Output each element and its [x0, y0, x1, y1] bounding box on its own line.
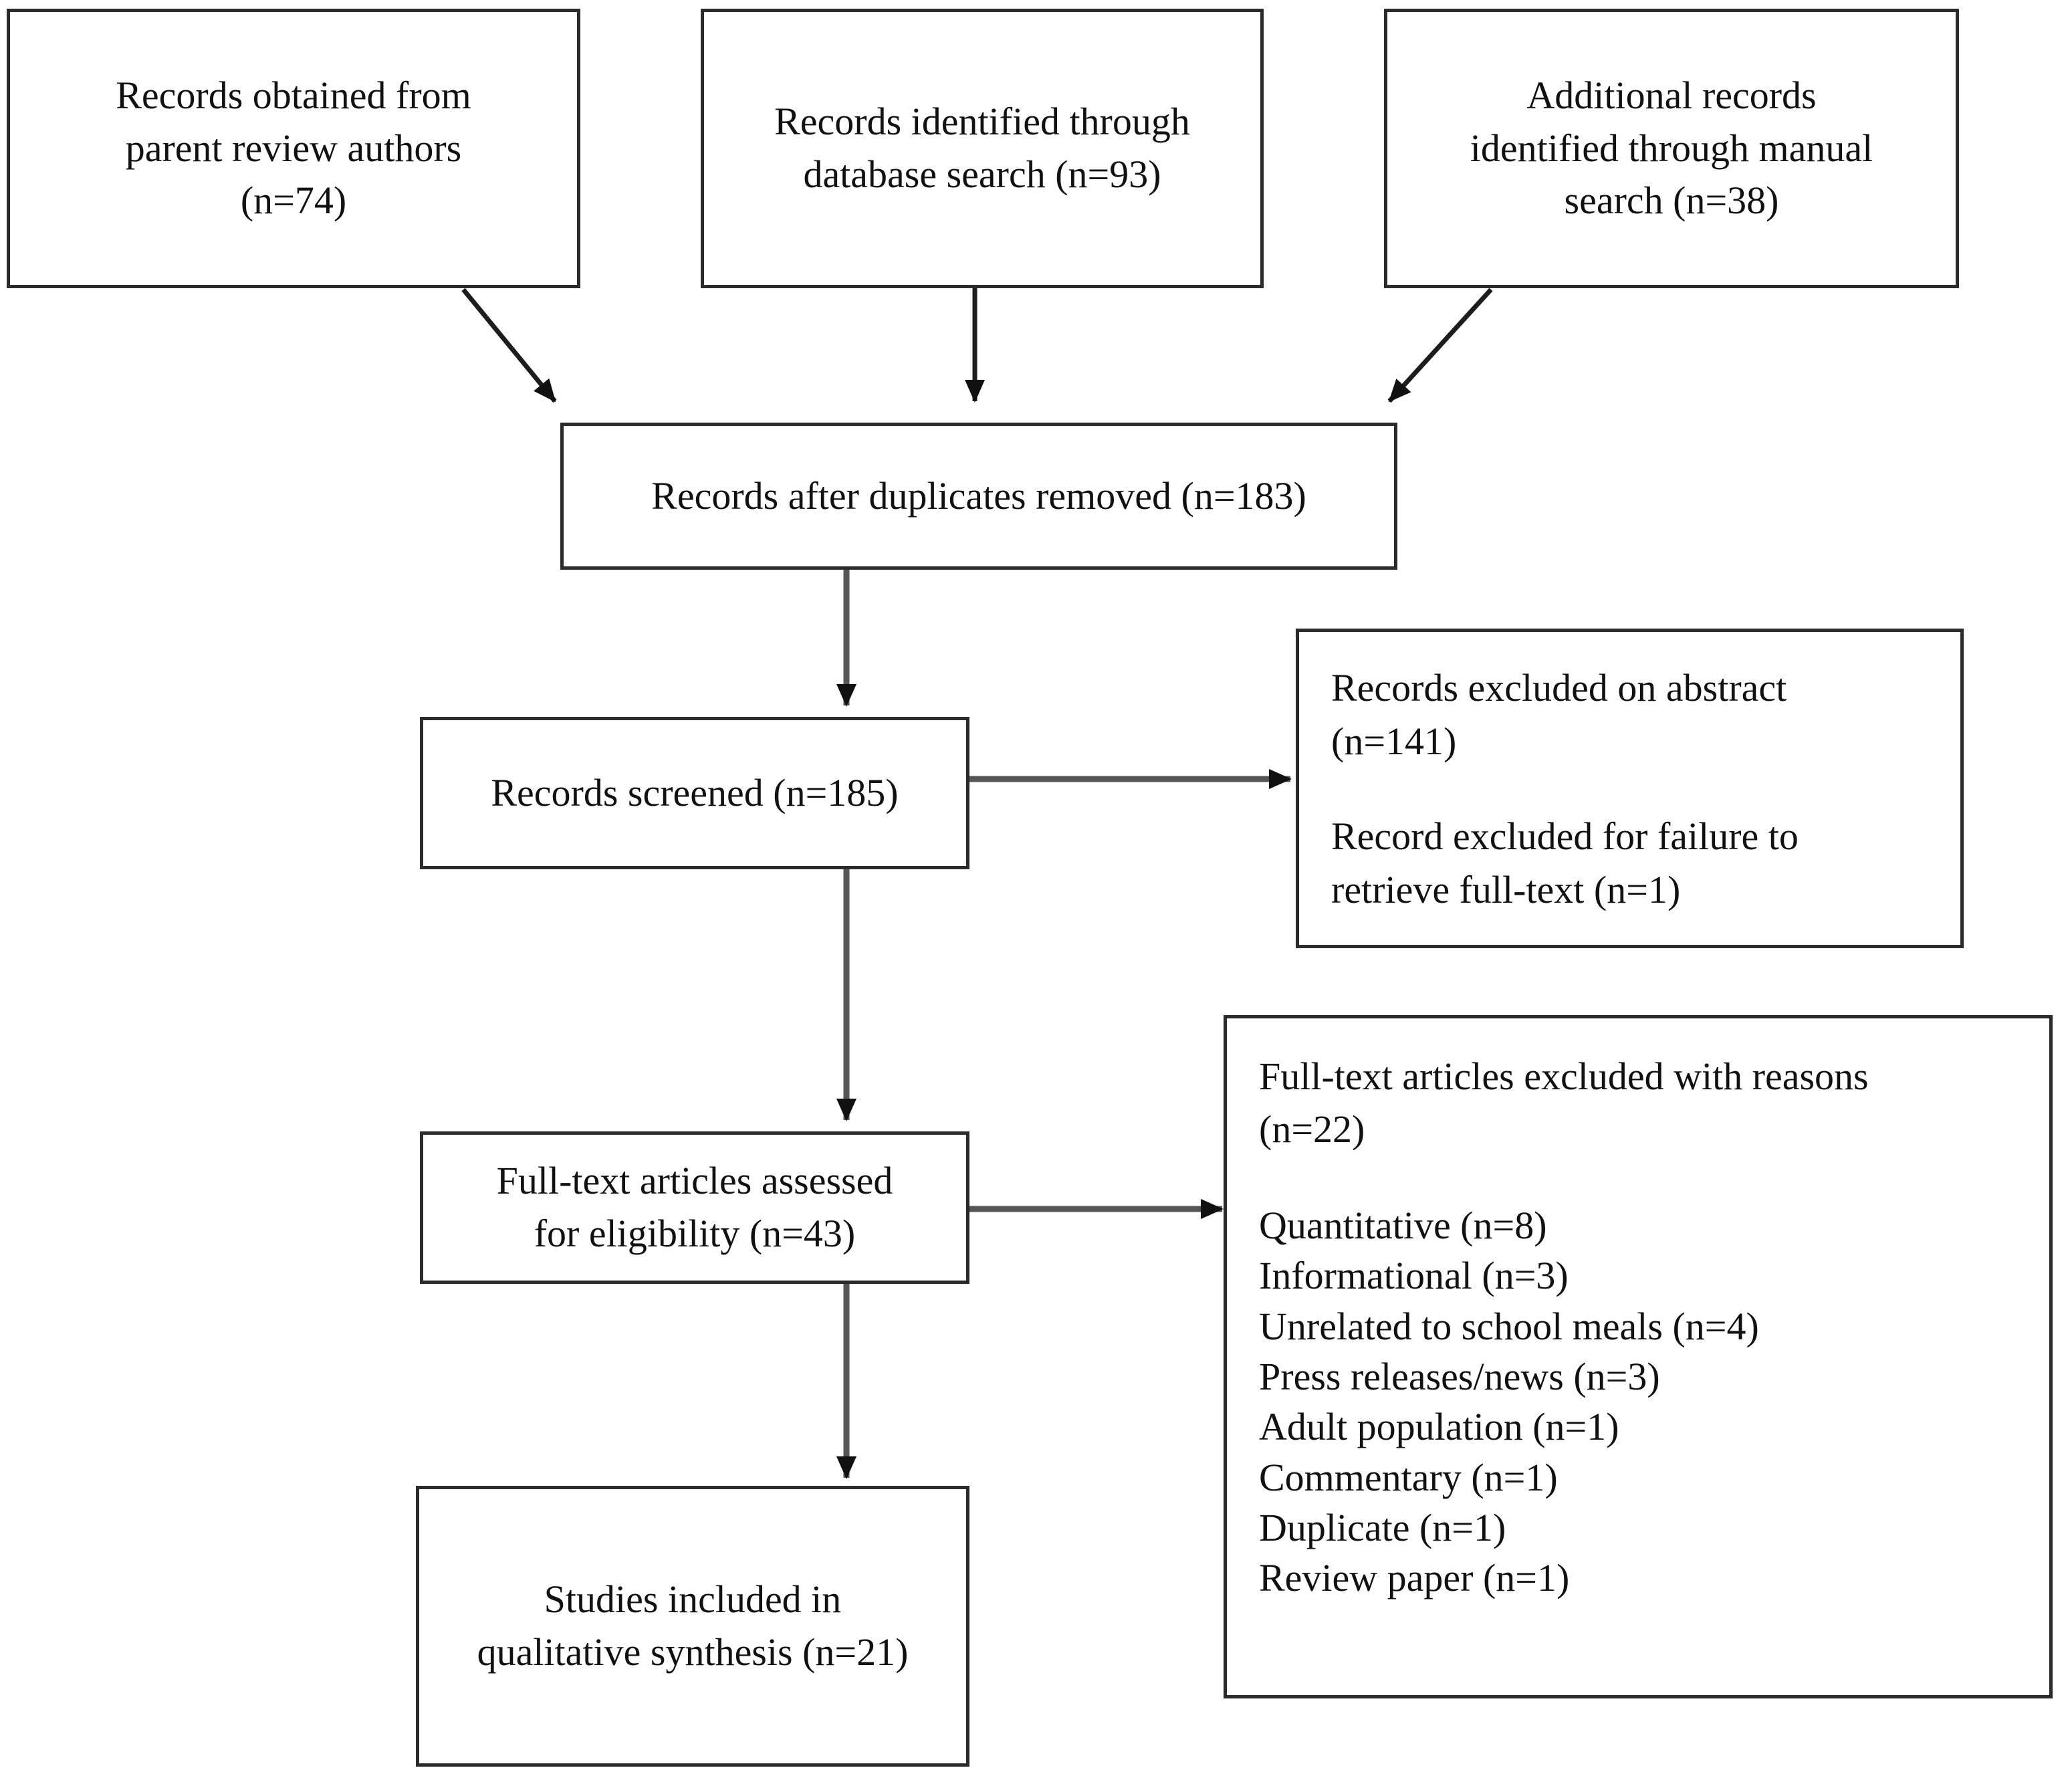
- node-label-parent-review: Records obtained from parent review auth…: [116, 73, 471, 223]
- fulltext-excluded-spacer: [1259, 1156, 2023, 1200]
- excluded-abstract-line-1: Records excluded on abstract (n=141): [1331, 666, 1787, 764]
- exclusion-reason-item: Informational (n=3): [1259, 1254, 1569, 1298]
- node-records-database-search: Records identified through database sear…: [701, 9, 1264, 288]
- exclusion-reason-item: Press releases/news (n=3): [1259, 1354, 1660, 1398]
- node-label-studies-included: Studies included in qualitative synthesi…: [477, 1577, 909, 1674]
- node-label-records-screened: Records screened (n=185): [491, 770, 899, 814]
- fulltext-excluded-heading: Full-text articles excluded with reasons…: [1259, 1055, 1869, 1151]
- exclusion-reason-item: Commentary (n=1): [1259, 1455, 1558, 1499]
- node-records-excluded-on-abstract: Records excluded on abstract (n=141) Rec…: [1296, 629, 1964, 948]
- exclusion-reason-item: Duplicate (n=1): [1259, 1506, 1506, 1550]
- edge-parent-to-duplicates: [461, 288, 557, 403]
- exclusion-reason-item: Unrelated to school meals (n=4): [1259, 1304, 1759, 1348]
- node-records-from-parent-review: Records obtained from parent review auth…: [7, 9, 580, 288]
- node-fulltext-excluded-with-reasons: Full-text articles excluded with reasons…: [1224, 1015, 2053, 1698]
- edge-manual-to-duplicates: [1387, 288, 1493, 403]
- excluded-abstract-spacer: [1331, 768, 1934, 810]
- exclusion-reason-item: Quantitative (n=8): [1259, 1203, 1547, 1247]
- node-fulltext-articles-assessed: Full-text articles assessed for eligibil…: [420, 1131, 969, 1284]
- node-label-database-search: Records identified through database sear…: [774, 100, 1190, 196]
- node-records-after-duplicates-removed: Records after duplicates removed (n=183): [560, 423, 1397, 570]
- node-label-manual-search: Additional records identified through ma…: [1470, 73, 1873, 223]
- node-additional-records-manual-search: Additional records identified through ma…: [1384, 9, 1959, 288]
- node-label-duplicates-removed: Records after duplicates removed (n=183): [651, 473, 1306, 518]
- node-records-screened: Records screened (n=185): [420, 717, 969, 869]
- node-studies-included-qualitative-synthesis: Studies included in qualitative synthesi…: [416, 1486, 969, 1767]
- node-label-fulltext-assessed: Full-text articles assessed for eligibil…: [496, 1159, 893, 1255]
- excluded-abstract-line-2: Record excluded for failure to retrieve …: [1331, 814, 1799, 912]
- exclusion-reason-item: Review paper (n=1): [1259, 1556, 1570, 1600]
- exclusion-reason-item: Adult population (n=1): [1259, 1405, 1619, 1449]
